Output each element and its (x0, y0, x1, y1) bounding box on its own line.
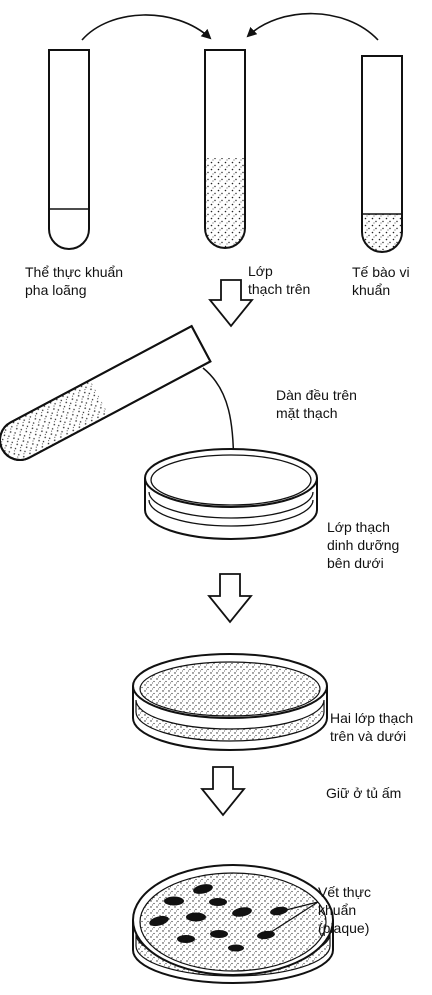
label-plaque: Vết thực khuẩn (plaque) (318, 883, 371, 937)
down-arrow-3 (202, 767, 244, 815)
label-bacteria: Tế bào vi khuẩn (352, 263, 410, 299)
label-two-layers: Hai lớp thạch trên và dưới (330, 709, 413, 745)
curved-arrow-left (82, 15, 210, 40)
label-top-agar: Lớp thạch trên (248, 262, 310, 298)
plaque (164, 897, 184, 906)
label-bottom-agar: Lớp thạch dinh dưỡng bên dưới (327, 518, 399, 572)
plaque (210, 930, 228, 938)
plaque (228, 945, 244, 952)
down-arrow-2 (209, 574, 251, 622)
phage-tube (49, 50, 89, 249)
plaque (209, 898, 227, 906)
pouring-tube (0, 326, 210, 467)
label-incubate: Giữ ở tủ ấm (326, 784, 401, 802)
petri-dish-bottom-agar (145, 449, 317, 539)
plaque (177, 935, 195, 943)
top-agar-tube (205, 50, 245, 253)
down-arrow-1 (210, 280, 252, 326)
plaque (186, 913, 206, 922)
label-phage: Thể thực khuẩn pha loãng (25, 263, 123, 299)
petri-dish-two-layers (133, 654, 327, 750)
curved-arrow-right (248, 14, 378, 40)
label-spread: Dàn đều trên mặt thạch (276, 386, 357, 422)
bacteria-tube (362, 56, 402, 254)
